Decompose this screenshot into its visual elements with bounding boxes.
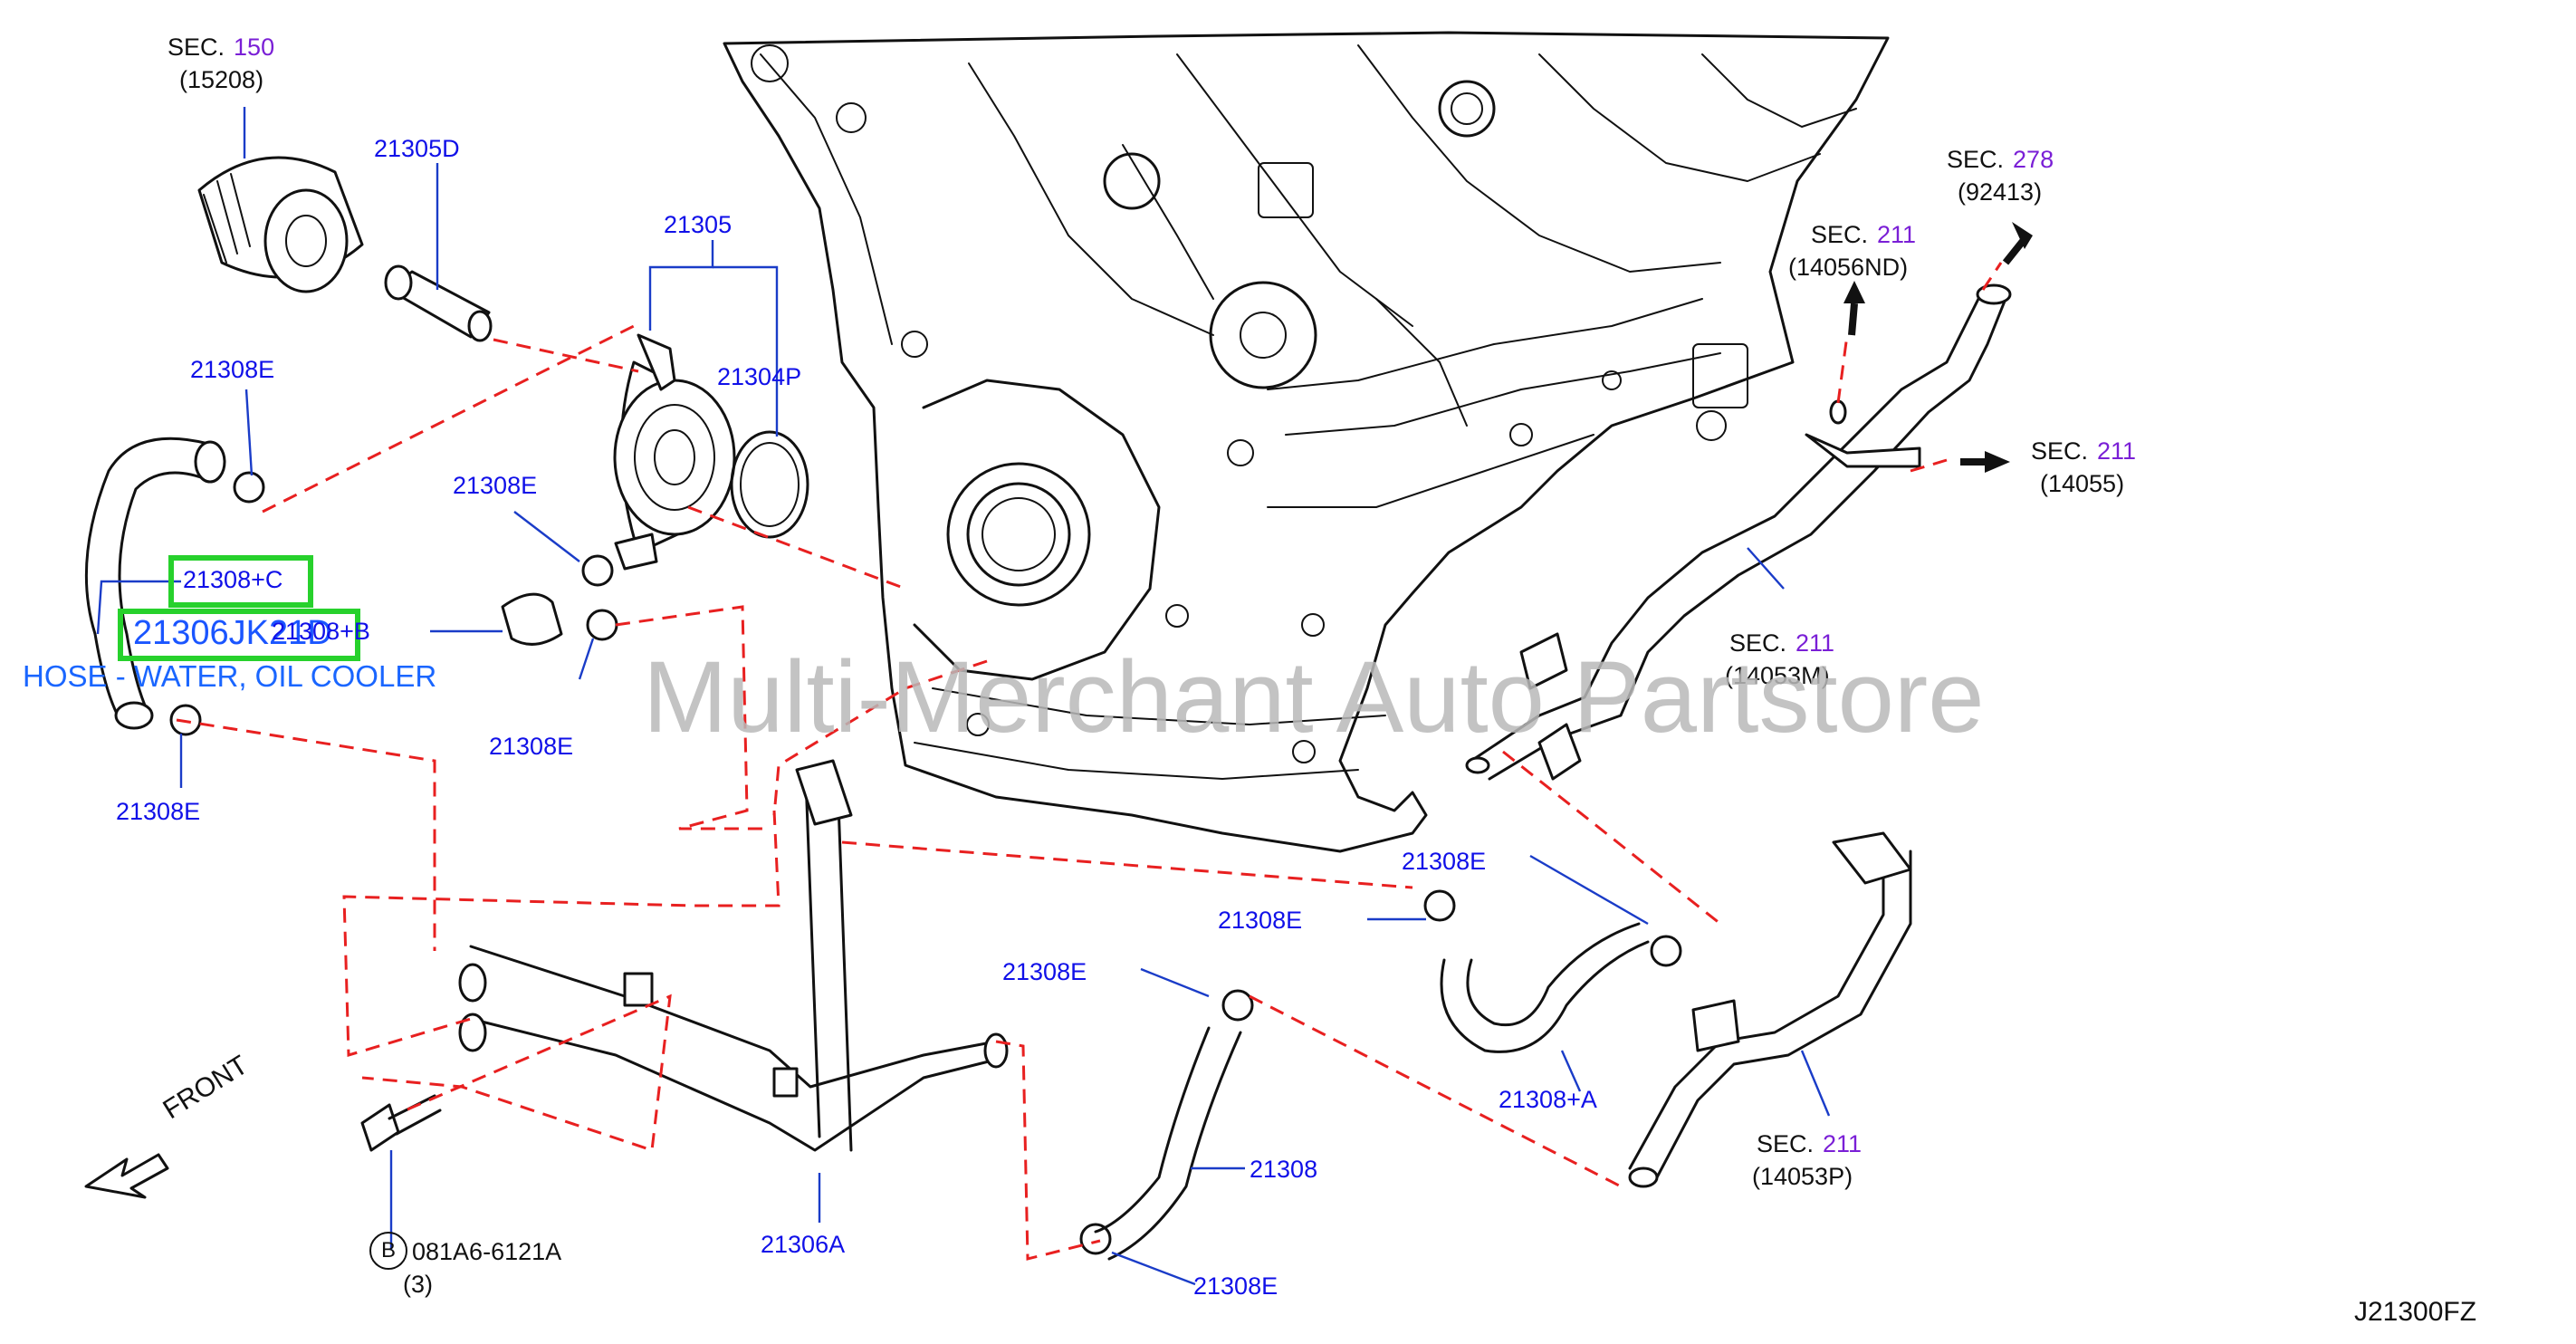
- part-label-21308e-top[interactable]: 21308E: [190, 356, 275, 383]
- assembly-dashed-lines: [176, 262, 2003, 1261]
- leader-lines: [96, 107, 1831, 1286]
- section-ref-211-14055: SEC.211: [2031, 437, 2137, 465]
- engine-block: [723, 31, 1890, 853]
- part-label-21305[interactable]: 21305: [664, 211, 733, 238]
- part-label-21308a[interactable]: 21308+A: [1499, 1086, 1597, 1113]
- o-ring-illustration: [730, 430, 809, 539]
- watermark-text: Multi-Merchant Auto Partstore: [643, 640, 1985, 754]
- oil-pipe-assembly-illustration: [458, 759, 1009, 1152]
- water-pipe-14053m-illustration: [1465, 283, 2012, 781]
- part-label-21308e-center[interactable]: 21308E: [1002, 958, 1087, 985]
- highlight-box-21308c: [168, 555, 313, 608]
- bolt-marker-b: B: [369, 1232, 407, 1270]
- front-arrow-icon: [84, 1153, 169, 1199]
- diagram-code: J21300FZ: [2354, 1297, 2477, 1327]
- direction-arrows: [1843, 222, 2033, 473]
- part-label-21308c[interactable]: 21308+C: [183, 566, 283, 593]
- section-ref-211-m: SEC.211: [1729, 629, 1835, 657]
- part-label-21308e-bottom[interactable]: 21308E: [1193, 1272, 1278, 1300]
- section-ref-150: SEC.150: [168, 34, 275, 61]
- oil-cooler-hose-illustration: [84, 437, 226, 730]
- selected-part-number[interactable]: 21306JK21D: [133, 614, 332, 652]
- selected-part-description: HOSE - WATER, OIL COOLER: [23, 659, 437, 693]
- part-label-21308[interactable]: 21308: [1250, 1156, 1318, 1183]
- short-hose-illustration: [501, 592, 563, 646]
- part-label-21308e-right-a[interactable]: 21308E: [1402, 848, 1487, 875]
- hose-21308-illustration: [1094, 1026, 1242, 1261]
- part-label-21305d[interactable]: 21305D: [374, 135, 460, 162]
- section-ref-211-m-code: (14053M): [1725, 662, 1830, 689]
- section-ref-211-p-code: (14053P): [1752, 1163, 1853, 1190]
- section-ref-278: SEC.278: [1947, 146, 2054, 173]
- section-ref-211-14055-code: (14055): [2040, 470, 2125, 497]
- section-ref-150-code: (15208): [179, 66, 264, 93]
- hose-clamps: [169, 471, 1682, 1255]
- section-ref-278-code: (92413): [1958, 178, 2043, 206]
- part-label-21308e-mid[interactable]: 21308E: [453, 472, 538, 499]
- part-label-21306a[interactable]: 21306A: [761, 1231, 846, 1258]
- section-ref-211-p: SEC.211: [1757, 1130, 1863, 1157]
- section-ref-211-nd-code: (14056ND): [1788, 254, 1909, 281]
- water-pipe-14053p-illustration: [1628, 831, 1912, 1188]
- part-label-21308e-right-b[interactable]: 21308E: [1218, 907, 1303, 934]
- part-label-21308e-lower[interactable]: 21308E: [489, 733, 574, 760]
- oil-filter-illustration: [197, 156, 364, 293]
- section-ref-211-nd: SEC.211: [1811, 221, 1917, 248]
- connector-bolt-illustration: [384, 264, 493, 342]
- oil-cooler-illustration: [613, 333, 736, 571]
- highlight-box-selected-part: [118, 609, 360, 661]
- part-label-21308b[interactable]: 21308+B: [272, 618, 370, 645]
- bolt-quantity: (3): [403, 1271, 433, 1298]
- hose-21308a-illustration: [1440, 922, 1650, 1053]
- part-label-21304p[interactable]: 21304P: [717, 363, 802, 390]
- bolt-illustration: [360, 1094, 442, 1152]
- part-label-21308e-left[interactable]: 21308E: [116, 798, 201, 825]
- part-label-bolt[interactable]: 081A6-6121A: [412, 1238, 562, 1265]
